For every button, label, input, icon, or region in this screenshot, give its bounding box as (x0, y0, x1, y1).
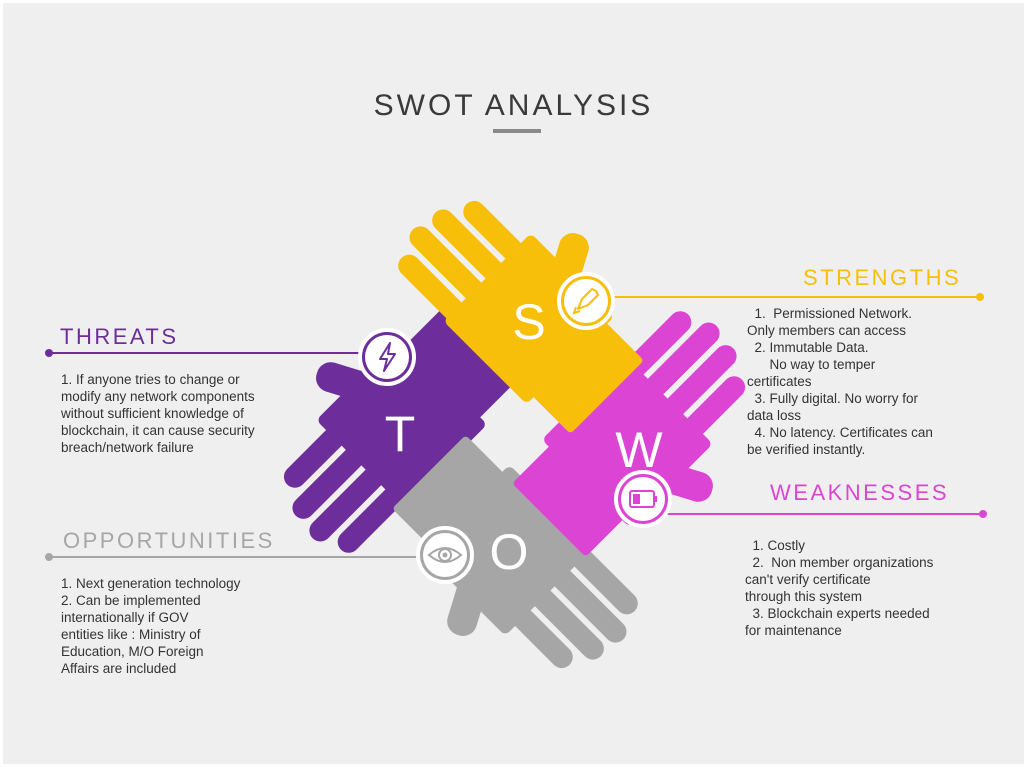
list-item: Only members can access (747, 323, 907, 338)
list-item: 2. Immutable Data. (747, 340, 869, 355)
list-item: 2. Non member organizations (745, 555, 934, 570)
strengths-list: 1. Permissioned Network. Only members ca… (747, 305, 933, 458)
battery-low-icon (614, 470, 672, 528)
slide: SWOT ANALYSIS (3, 3, 1024, 764)
list-item: 1. Permissioned Network. (747, 306, 913, 321)
list-item: 3. Blockchain experts needed (745, 606, 930, 621)
threats-heading: THREATS (60, 324, 179, 349)
list-item: Education, M/O Foreign (61, 644, 204, 659)
weaknesses-list: 1. Costly 2. Non member organizations ca… (745, 537, 933, 639)
list-item: breach/network failure (61, 440, 194, 455)
list-item: entities like : Ministry of (61, 627, 201, 642)
list-item: data loss (747, 408, 802, 423)
list-item: Affairs are included (61, 661, 177, 676)
list-item: blockchain, it can cause security (61, 423, 255, 438)
lightning-icon (358, 328, 416, 386)
list-item: 1. If anyone tries to change or (61, 372, 240, 387)
weaknesses-letter: W (615, 422, 663, 478)
list-item: without sufficient knowledge of (61, 406, 244, 421)
swot-diagram: S W O T (45, 144, 987, 725)
title-underline (493, 129, 541, 133)
list-item: 4. No latency. Certificates can (747, 425, 933, 440)
threats-list: 1. If anyone tries to change or modify a… (61, 371, 255, 456)
list-item: 3. Fully digital. No worry for (747, 391, 919, 406)
weaknesses-connector (666, 510, 987, 518)
list-item: 2. Can be implemented (61, 593, 201, 608)
list-item: for maintenance (745, 623, 842, 638)
strengths-connector (611, 293, 984, 301)
list-item: 1. Next generation technology (61, 576, 241, 591)
rocket-icon (557, 272, 615, 330)
threats-letter: T (385, 406, 416, 462)
threats-connector (45, 349, 361, 357)
weaknesses-heading: WEAKNESSES (770, 480, 950, 505)
strengths-heading: STRENGTHS (803, 265, 962, 290)
list-item: can't verify certificate (745, 572, 871, 587)
list-item: 1. Costly (745, 538, 806, 553)
list-item: internationally if GOV (61, 610, 189, 625)
opportunities-heading: OPPORTUNITIES (63, 528, 275, 553)
eye-icon (416, 526, 474, 584)
opportunities-connector (45, 553, 417, 561)
list-item: be verified instantly. (747, 442, 866, 457)
list-item: No way to temper (747, 357, 876, 372)
opportunities-letter: O (490, 524, 529, 580)
list-item: certificates (747, 374, 812, 389)
opportunities-list: 1. Next generation technology 2. Can be … (61, 575, 240, 677)
list-item: through this system (745, 589, 863, 604)
strengths-letter: S (512, 294, 545, 350)
list-item: modify any network components (61, 389, 255, 404)
page-title: SWOT ANALYSIS (373, 89, 654, 122)
